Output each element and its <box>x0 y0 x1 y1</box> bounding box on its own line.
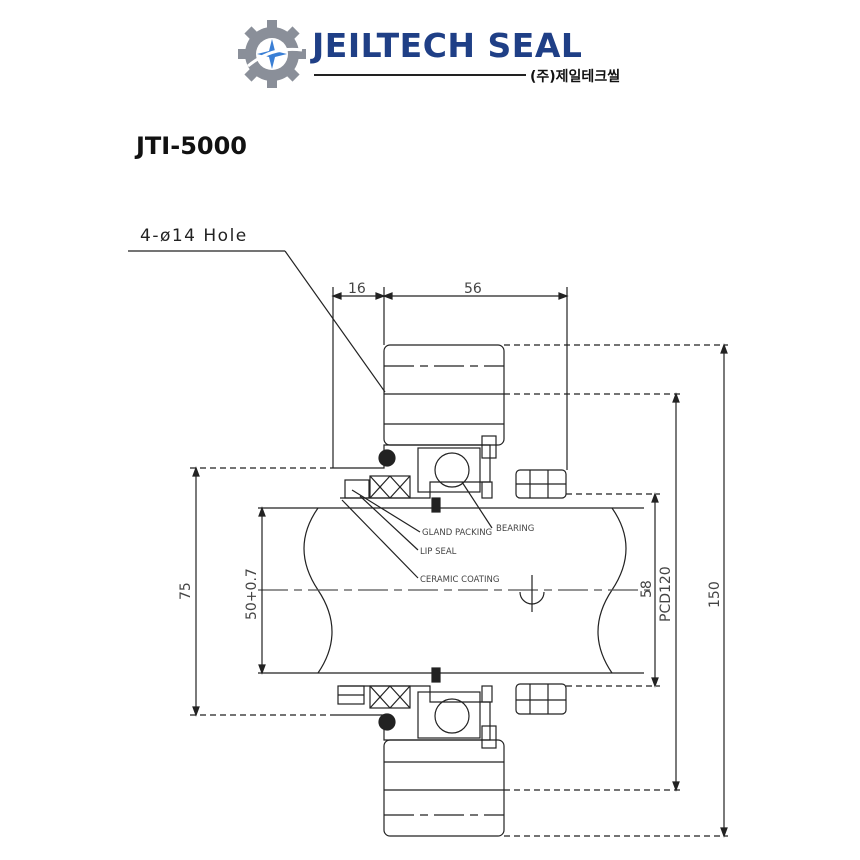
gear-logo-icon <box>238 20 306 88</box>
dim-150: 150 <box>707 581 723 608</box>
dim-56: 56 <box>464 281 482 297</box>
hole-note: 4-ø14 Hole <box>140 226 248 246</box>
brand-rule <box>314 74 526 76</box>
model-title: JTI-5000 <box>136 132 247 160</box>
callout-gland-packing: GLAND PACKING <box>422 528 492 538</box>
brand-korean-name: (주)제일테크씰 <box>530 69 621 85</box>
callout-bearing: BEARING <box>496 524 534 534</box>
dim-shaft: 50+0.7 <box>244 568 260 620</box>
dim-pcd: PCD120 <box>658 566 674 622</box>
brand-name: JEILTECH SEAL <box>312 26 583 65</box>
callout-ceramic-coating: CERAMIC COATING <box>420 575 499 585</box>
dim-16: 16 <box>348 281 366 297</box>
dim-58: 58 <box>639 580 655 598</box>
dim-75: 75 <box>178 582 194 600</box>
callout-lip-seal: LIP SEAL <box>420 547 457 557</box>
